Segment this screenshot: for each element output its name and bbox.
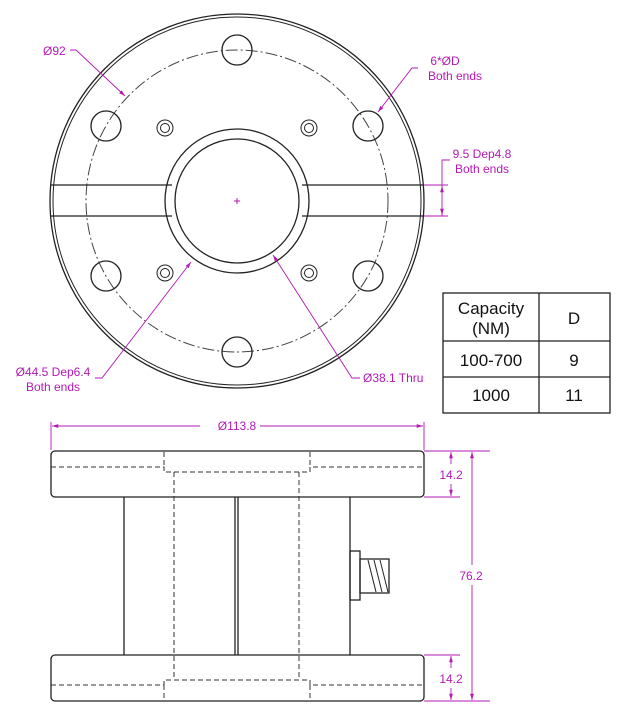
counterbore-label-2: Both ends [26, 380, 80, 394]
outer-flange-chamfer [52, 16, 422, 386]
slot-label-1: 9.5 Dep4.8 [453, 147, 512, 161]
connector-thread [359, 558, 390, 594]
table-header-capacity-unit: (NM) [472, 319, 510, 338]
side-view [50, 422, 490, 702]
mount-holes-label-1: 6*ØD [430, 54, 460, 68]
bottom-flange-height-label: 14.2 [439, 672, 463, 686]
mount-holes [90, 34, 384, 368]
table-header-capacity: Capacity [458, 299, 525, 318]
capacity-table [442, 292, 611, 414]
through-bore-label: Ø38.1 Thru [363, 371, 423, 385]
outer-diameter-label: Ø113.8 [218, 419, 257, 433]
counterbore [164, 128, 310, 274]
mount-holes-label-2: Both ends [428, 69, 482, 83]
outer-flange-edge [49, 13, 425, 389]
counterbore-label-1: Ø44.5 Dep6.4 [16, 365, 91, 379]
table-header-d: D [568, 309, 580, 328]
table-cell: 11 [565, 386, 583, 405]
top-flange [50, 450, 425, 498]
top-view [49, 13, 450, 389]
bottom-flange [50, 654, 425, 702]
bolt-circle-label: Ø92 [43, 44, 66, 58]
top-flange-height-label: 14.2 [439, 468, 463, 482]
table-cell: 1000 [472, 386, 510, 405]
slot-label-2: Both ends [455, 162, 509, 176]
total-height-label: 76.2 [459, 569, 483, 583]
connector-base [349, 550, 361, 601]
through-bore [174, 138, 300, 264]
bolt-circle [85, 49, 389, 353]
table-cell: 9 [569, 351, 578, 370]
table-cell: 100-700 [460, 351, 522, 370]
tapped-holes [156, 119, 318, 282]
